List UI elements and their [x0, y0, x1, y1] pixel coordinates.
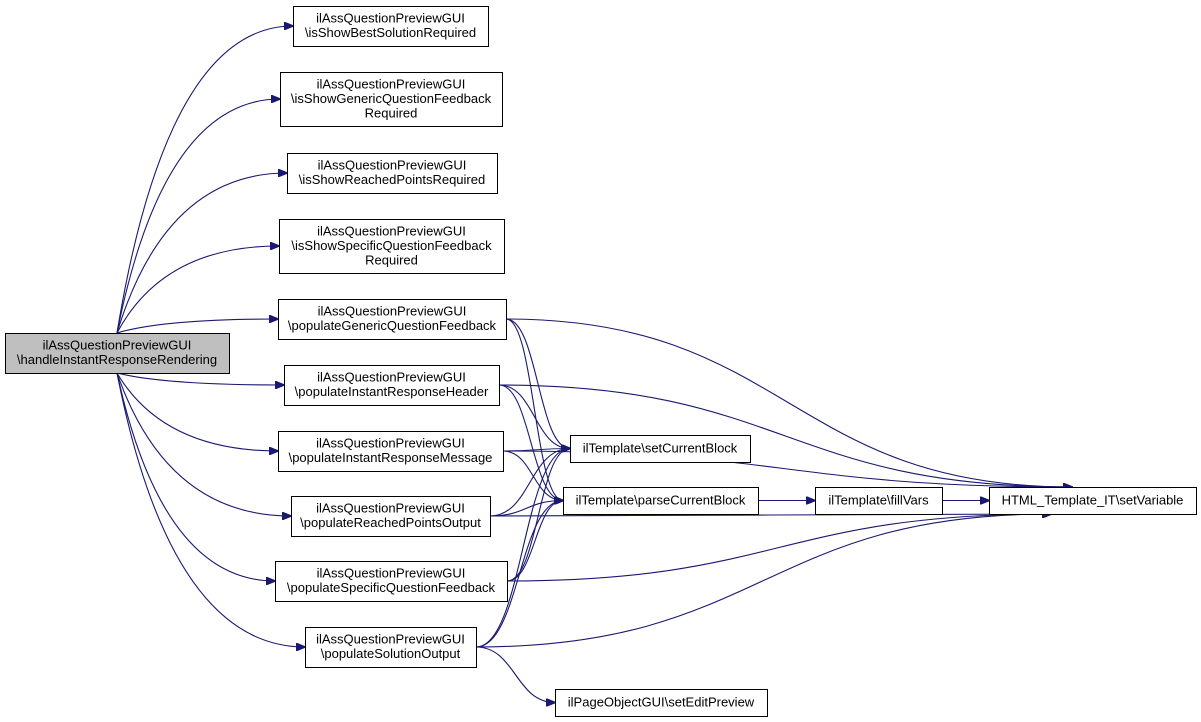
- node-label-line: \populateReachedPointsOutput: [300, 515, 481, 530]
- node-box: [563, 487, 759, 515]
- node-label-line: \populateInstantResponseMessage: [289, 450, 493, 465]
- node-label-line: ilAssQuestionPreviewGUI: [318, 304, 467, 319]
- node-reached[interactable]: ilAssQuestionPreviewGUI\isShowReachedPoi…: [287, 153, 498, 194]
- node-setEditPreview[interactable]: ilPageObjectGUI\setEditPreview: [555, 689, 768, 717]
- node-label-line: \handleInstantResponseRendering: [17, 352, 217, 367]
- node-fillVars[interactable]: ilTemplate\fillVars: [815, 487, 943, 515]
- edges-layer: [116, 26, 1072, 703]
- node-setCurrentBlock[interactable]: ilTemplate\setCurrentBlock: [570, 435, 751, 463]
- node-label-line: ilAssQuestionPreviewGUI: [317, 223, 466, 238]
- node-box: [305, 627, 477, 668]
- node-box: [293, 6, 489, 47]
- node-label-line: \isShowBestSolutionRequired: [305, 25, 476, 40]
- node-label-line: ilAssQuestionPreviewGUI: [317, 370, 466, 385]
- node-box: [278, 431, 504, 472]
- node-label-line: ilAssQuestionPreviewGUI: [317, 566, 466, 581]
- edge-root-to-popGeneric: [116, 319, 278, 334]
- node-label-line: ilAssQuestionPreviewGUI: [318, 158, 467, 173]
- node-label-line: \populateSolutionOutput: [321, 646, 461, 661]
- edge-popReached-to-setVariable: [489, 514, 1051, 516]
- edge-popSolution-to-parseCurrentBlock: [475, 501, 563, 648]
- node-box: [280, 72, 503, 127]
- node-popSolution[interactable]: ilAssQuestionPreviewGUI\populateSolution…: [305, 627, 477, 668]
- edge-popGeneric-to-setCurrentBlock: [505, 318, 570, 449]
- node-label-line: ilTemplate\setCurrentBlock: [583, 440, 738, 455]
- node-specific[interactable]: ilAssQuestionPreviewGUI\isShowSpecificQu…: [279, 219, 505, 274]
- node-label-line: \isShowReachedPointsRequired: [299, 172, 485, 187]
- node-label-line: ilAssQuestionPreviewGUI: [316, 632, 465, 647]
- edge-root-to-generic: [116, 99, 280, 334]
- node-label-line: HTML_Template_IT\setVariable: [1002, 492, 1184, 507]
- edge-popSpecific-to-setCurrentBlock: [506, 449, 570, 582]
- edge-root-to-reached: [116, 173, 287, 334]
- node-popReached[interactable]: ilAssQuestionPreviewGUI\populateReachedP…: [291, 496, 491, 537]
- edge-root-to-popMessage: [116, 372, 278, 451]
- node-label-line: ilTemplate\parseCurrentBlock: [576, 492, 746, 507]
- node-label-line: \populateInstantResponseHeader: [295, 384, 489, 399]
- node-generic[interactable]: ilAssQuestionPreviewGUI\isShowGenericQue…: [280, 72, 503, 127]
- edge-popHeader-to-parseCurrentBlock: [498, 384, 563, 501]
- node-box: [278, 299, 507, 340]
- edge-popSpecific-to-setVariable: [506, 514, 1051, 582]
- node-box: [275, 561, 508, 602]
- edge-root-to-popReached: [116, 372, 291, 516]
- edge-popSolution-to-setCurrentBlock: [475, 449, 570, 648]
- node-popGeneric[interactable]: ilAssQuestionPreviewGUI\populateGenericQ…: [278, 299, 507, 340]
- node-label-line: ilAssQuestionPreviewGUI: [316, 11, 465, 26]
- node-best[interactable]: ilAssQuestionPreviewGUI\isShowBestSoluti…: [293, 6, 489, 47]
- node-root[interactable]: ilAssQuestionPreviewGUI\handleInstantRes…: [5, 333, 230, 374]
- node-label-line: ilAssQuestionPreviewGUI: [317, 76, 466, 91]
- node-popMessage[interactable]: ilAssQuestionPreviewGUI\populateInstantR…: [278, 431, 504, 472]
- node-box: [291, 496, 491, 537]
- node-box: [989, 487, 1197, 515]
- node-label-line: \populateGenericQuestionFeedback: [288, 318, 497, 333]
- node-box: [287, 153, 498, 194]
- edge-popGeneric-to-parseCurrentBlock: [505, 318, 563, 501]
- edge-root-to-popSolution: [116, 372, 305, 647]
- node-label-line: ilAssQuestionPreviewGUI: [316, 501, 465, 516]
- node-box: [5, 333, 230, 374]
- node-box: [815, 487, 943, 515]
- node-box: [555, 689, 768, 717]
- edge-root-to-specific: [116, 246, 279, 334]
- node-box: [570, 435, 751, 463]
- node-parseCurrentBlock[interactable]: ilTemplate\parseCurrentBlock: [563, 487, 759, 515]
- edge-popHeader-to-setVariable: [498, 384, 1072, 487]
- edge-popSolution-to-setVariable: [475, 514, 1051, 648]
- edge-popGeneric-to-setVariable: [505, 318, 1072, 487]
- node-box: [284, 365, 500, 406]
- edge-popHeader-to-setCurrentBlock: [498, 384, 570, 449]
- node-label-line: \isShowSpecificQuestionFeedback: [291, 238, 492, 253]
- node-popHeader[interactable]: ilAssQuestionPreviewGUI\populateInstantR…: [284, 365, 500, 406]
- node-box: [279, 219, 505, 274]
- edge-popSolution-to-setEditPreview: [475, 646, 555, 703]
- edge-root-to-popSpecific: [116, 372, 275, 581]
- node-label-line: \populateSpecificQuestionFeedback: [287, 580, 496, 595]
- node-label-line: Required: [365, 105, 418, 120]
- node-label-line: ilAssQuestionPreviewGUI: [43, 338, 192, 353]
- node-label-line: ilAssQuestionPreviewGUI: [316, 436, 465, 451]
- edge-root-to-best: [116, 26, 293, 334]
- node-setVariable[interactable]: HTML_Template_IT\setVariable: [989, 487, 1197, 515]
- node-label-line: ilTemplate\fillVars: [828, 492, 929, 507]
- node-label-line: Required: [365, 252, 418, 267]
- edge-root-to-popHeader: [116, 372, 284, 385]
- node-label-line: \isShowGenericQuestionFeedback: [291, 91, 492, 106]
- node-label-line: ilPageObjectGUI\setEditPreview: [568, 694, 755, 709]
- edge-popReached-to-setCurrentBlock: [489, 449, 570, 517]
- nodes-layer: ilAssQuestionPreviewGUI\handleInstantRes…: [5, 6, 1197, 717]
- node-popSpecific[interactable]: ilAssQuestionPreviewGUI\populateSpecific…: [275, 561, 508, 602]
